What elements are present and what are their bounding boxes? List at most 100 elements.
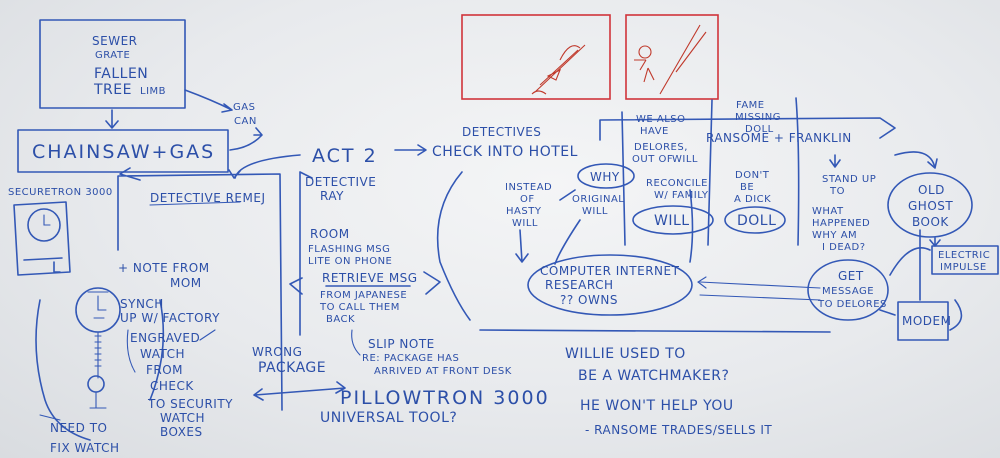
check-label: CHECK (150, 379, 194, 393)
research-label: RESEARCH (545, 278, 613, 292)
out-of-label: OUT OF (632, 154, 673, 165)
message-label: MESSAGE (822, 286, 874, 297)
note-from-mom-label: + NOTE FROM (118, 261, 210, 275)
computer-research-bubble (527, 254, 693, 316)
tree-label: TREE (93, 82, 132, 98)
detectives-label: DETECTIVES (462, 125, 541, 139)
dont-label: DON'T (735, 170, 770, 181)
will-small-label: WILL (672, 154, 698, 165)
watch-2-label: WATCH (160, 411, 205, 425)
factory-label: UP W/ FACTORY (120, 311, 220, 325)
package-label: PACKAGE (258, 360, 326, 376)
securetron-device (13, 201, 71, 276)
retrieve-bracket (289, 271, 441, 295)
top-bracket (599, 117, 896, 141)
synch-label: SYNCH (120, 297, 164, 311)
fix-watch-label: FIX WATCH (50, 441, 120, 455)
modem-box (897, 301, 949, 341)
original-label: ORIGINAL (572, 194, 624, 205)
double-arrow (253, 381, 346, 401)
grate-label: GRATE (95, 50, 130, 61)
from-japanese-label: FROM JAPANESE (320, 290, 407, 301)
book-label: BOOK (912, 215, 949, 229)
of-label: OF (520, 194, 535, 205)
electric-impulse-box (931, 245, 999, 275)
be-label: BE (740, 182, 754, 193)
check-into-hotel-label: CHECK INTO HOTEL (432, 144, 578, 160)
pillowtron-label: PILLOWTRON 3000 (340, 387, 550, 409)
storyboard-frame-1 (461, 14, 611, 100)
wrong-label: WRONG (252, 345, 302, 359)
need-to-label: NEED TO (50, 421, 107, 435)
instead-label: INSTEAD (505, 182, 552, 193)
owns-label: ?? OWNS (560, 293, 618, 307)
chainsaw-label: CHAINSAW+GAS (32, 141, 215, 163)
delores-label: DELORES, (634, 142, 688, 153)
room-label: ROOM (310, 227, 350, 241)
will-bubble (632, 205, 714, 235)
get-label: GET (838, 269, 864, 283)
why-label: WHY (590, 170, 620, 184)
doll-bubble (724, 206, 786, 234)
watch-label: WATCH (140, 347, 185, 361)
to-label: TO (829, 186, 845, 197)
engraved-label: ENGRAVED (130, 331, 200, 345)
he-wont-help-label: HE WON'T HELP YOU (580, 398, 734, 414)
doll-small-label: DOLL (745, 124, 774, 135)
sewer-grate-box (39, 19, 186, 109)
will-label: WILL (654, 213, 690, 229)
what-label: WHAT (812, 206, 844, 217)
missing-label: MISSING (735, 112, 781, 123)
to-delores-label: TO DELORES (817, 299, 887, 310)
i-dead-label: I DEAD? (822, 242, 866, 253)
call-them-label: TO CALL THEM (319, 302, 400, 313)
watchmaker-label: BE A WATCHMAKER? (578, 368, 729, 384)
ghost-label: GHOST (908, 199, 953, 213)
computer-internet-label: COMPUTER INTERNET (540, 264, 680, 278)
mom-label: MOM (170, 276, 202, 290)
watch-sketch (35, 287, 165, 441)
stand-up-label: STAND UP (822, 174, 876, 185)
modem-label: MODEM (902, 314, 951, 328)
will-hasty-label: WILL (512, 218, 538, 229)
detective-ray-label: DETECTIVE (305, 175, 376, 189)
ransome-franklin-label: RANSOME + FRANKLIN (706, 131, 852, 145)
get-message-bubble (807, 259, 889, 321)
front-desk-label: ARRIVED AT FRONT DESK (374, 366, 512, 377)
gas-label: GAS (233, 102, 255, 113)
family-label: W/ FAMILY (654, 190, 709, 201)
electric-label: ELECTRIC (938, 250, 990, 261)
detective-ray-frame (299, 171, 313, 336)
old-ghost-book-bubble (887, 172, 973, 238)
fame-label: FAME (736, 100, 765, 111)
detective-remej-frame (117, 167, 283, 411)
a-dick-label: A DICK (734, 194, 771, 205)
doll-label: DOLL (737, 213, 776, 229)
why-am-label: WHY AM (812, 230, 857, 241)
slip-note-label: SLIP NOTE (368, 337, 435, 351)
limb-label: LIMB (140, 86, 166, 97)
arrow-box-to-gas (184, 89, 233, 113)
ransome-trades-label: - RANSOME TRADES/SELLS IT (585, 423, 772, 437)
from-label: FROM (146, 363, 183, 377)
old-label: OLD (918, 183, 945, 197)
reconcile-label: RECONCILE (646, 178, 708, 189)
have-label: HAVE (640, 126, 669, 137)
back-label: BACK (326, 314, 355, 325)
impulse-label: IMPULSE (940, 262, 987, 273)
lite-on-phone-label: LITE ON PHONE (308, 256, 392, 267)
boxes-label: BOXES (160, 425, 203, 439)
we-also-label: WE ALSO (636, 114, 686, 125)
why-bubble (577, 163, 635, 189)
flashing-msg-label: FLASHING MSG (308, 244, 390, 255)
detective-remej-label: DETECTIVE REMEJ (150, 191, 265, 205)
sewer-label: SEWER (92, 34, 137, 48)
hasty-label: HASTY (506, 206, 542, 217)
willie-label: WILLIE USED TO (565, 346, 686, 362)
re-package-label: RE: PACKAGE HAS (362, 353, 459, 364)
retrieve-msg-label: RETRIEVE MSG (322, 271, 418, 285)
securetron-label: SECURETRON 3000 (8, 187, 113, 198)
universal-tool-label: UNIVERSAL TOOL? (320, 410, 457, 426)
